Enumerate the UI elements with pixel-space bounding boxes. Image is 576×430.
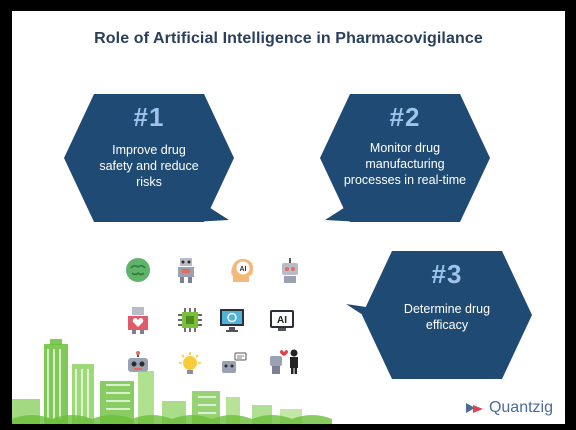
item-1-text: Improve drug safety and reduce risks: [99, 143, 199, 189]
item-3-text: Determine drug efficacy: [403, 302, 491, 332]
item-2-number: #2: [389, 102, 421, 132]
city-skyline-illustration: [12, 339, 342, 424]
robot-head-icon: [276, 256, 304, 284]
ai-icon-grid: AI: [120, 256, 310, 386]
item-1-number: #1: [133, 102, 165, 132]
hexagon-shape-1: [64, 94, 234, 222]
robot-icon: [172, 256, 200, 284]
brand-logo: Quantzig: [465, 397, 553, 419]
page-title: Role of Artificial Intelligence in Pharm…: [94, 30, 483, 47]
brand-name: Quantzig: [488, 399, 553, 416]
brain-icon: [124, 256, 152, 284]
ai-head-label: AI: [240, 266, 247, 273]
item-1-hexagon: #1 Improve drug safety and reduce risks: [64, 94, 234, 222]
ai-screen-label: AI: [277, 315, 287, 326]
chip-icon: [176, 306, 204, 334]
quantzig-logo-icon: [465, 403, 483, 413]
robot-heart-icon: [124, 306, 152, 334]
human-robot-icon: [268, 346, 304, 376]
monitor-icon: [218, 306, 246, 334]
item-2-hexagon: #2 Monitor drug manufacturing processes …: [320, 94, 490, 222]
ai-head-icon: AI: [228, 256, 256, 284]
infographic: Role of Artificial Intelligence in Pharm…: [12, 11, 565, 424]
robot-chat-icon: [220, 351, 248, 379]
item-3-number: #3: [431, 259, 463, 289]
hexagon-shape-3: [346, 251, 532, 379]
ai-screen-icon: AI: [268, 306, 296, 334]
item-3-hexagon: #3 Determine drug efficacy: [346, 251, 532, 379]
lightbulb-icon: [176, 351, 204, 379]
robot-face-icon: [124, 351, 152, 379]
item-2-text: Monitor drug manufacturing processes in …: [343, 141, 467, 187]
hexagon-shape-2: [320, 94, 490, 222]
